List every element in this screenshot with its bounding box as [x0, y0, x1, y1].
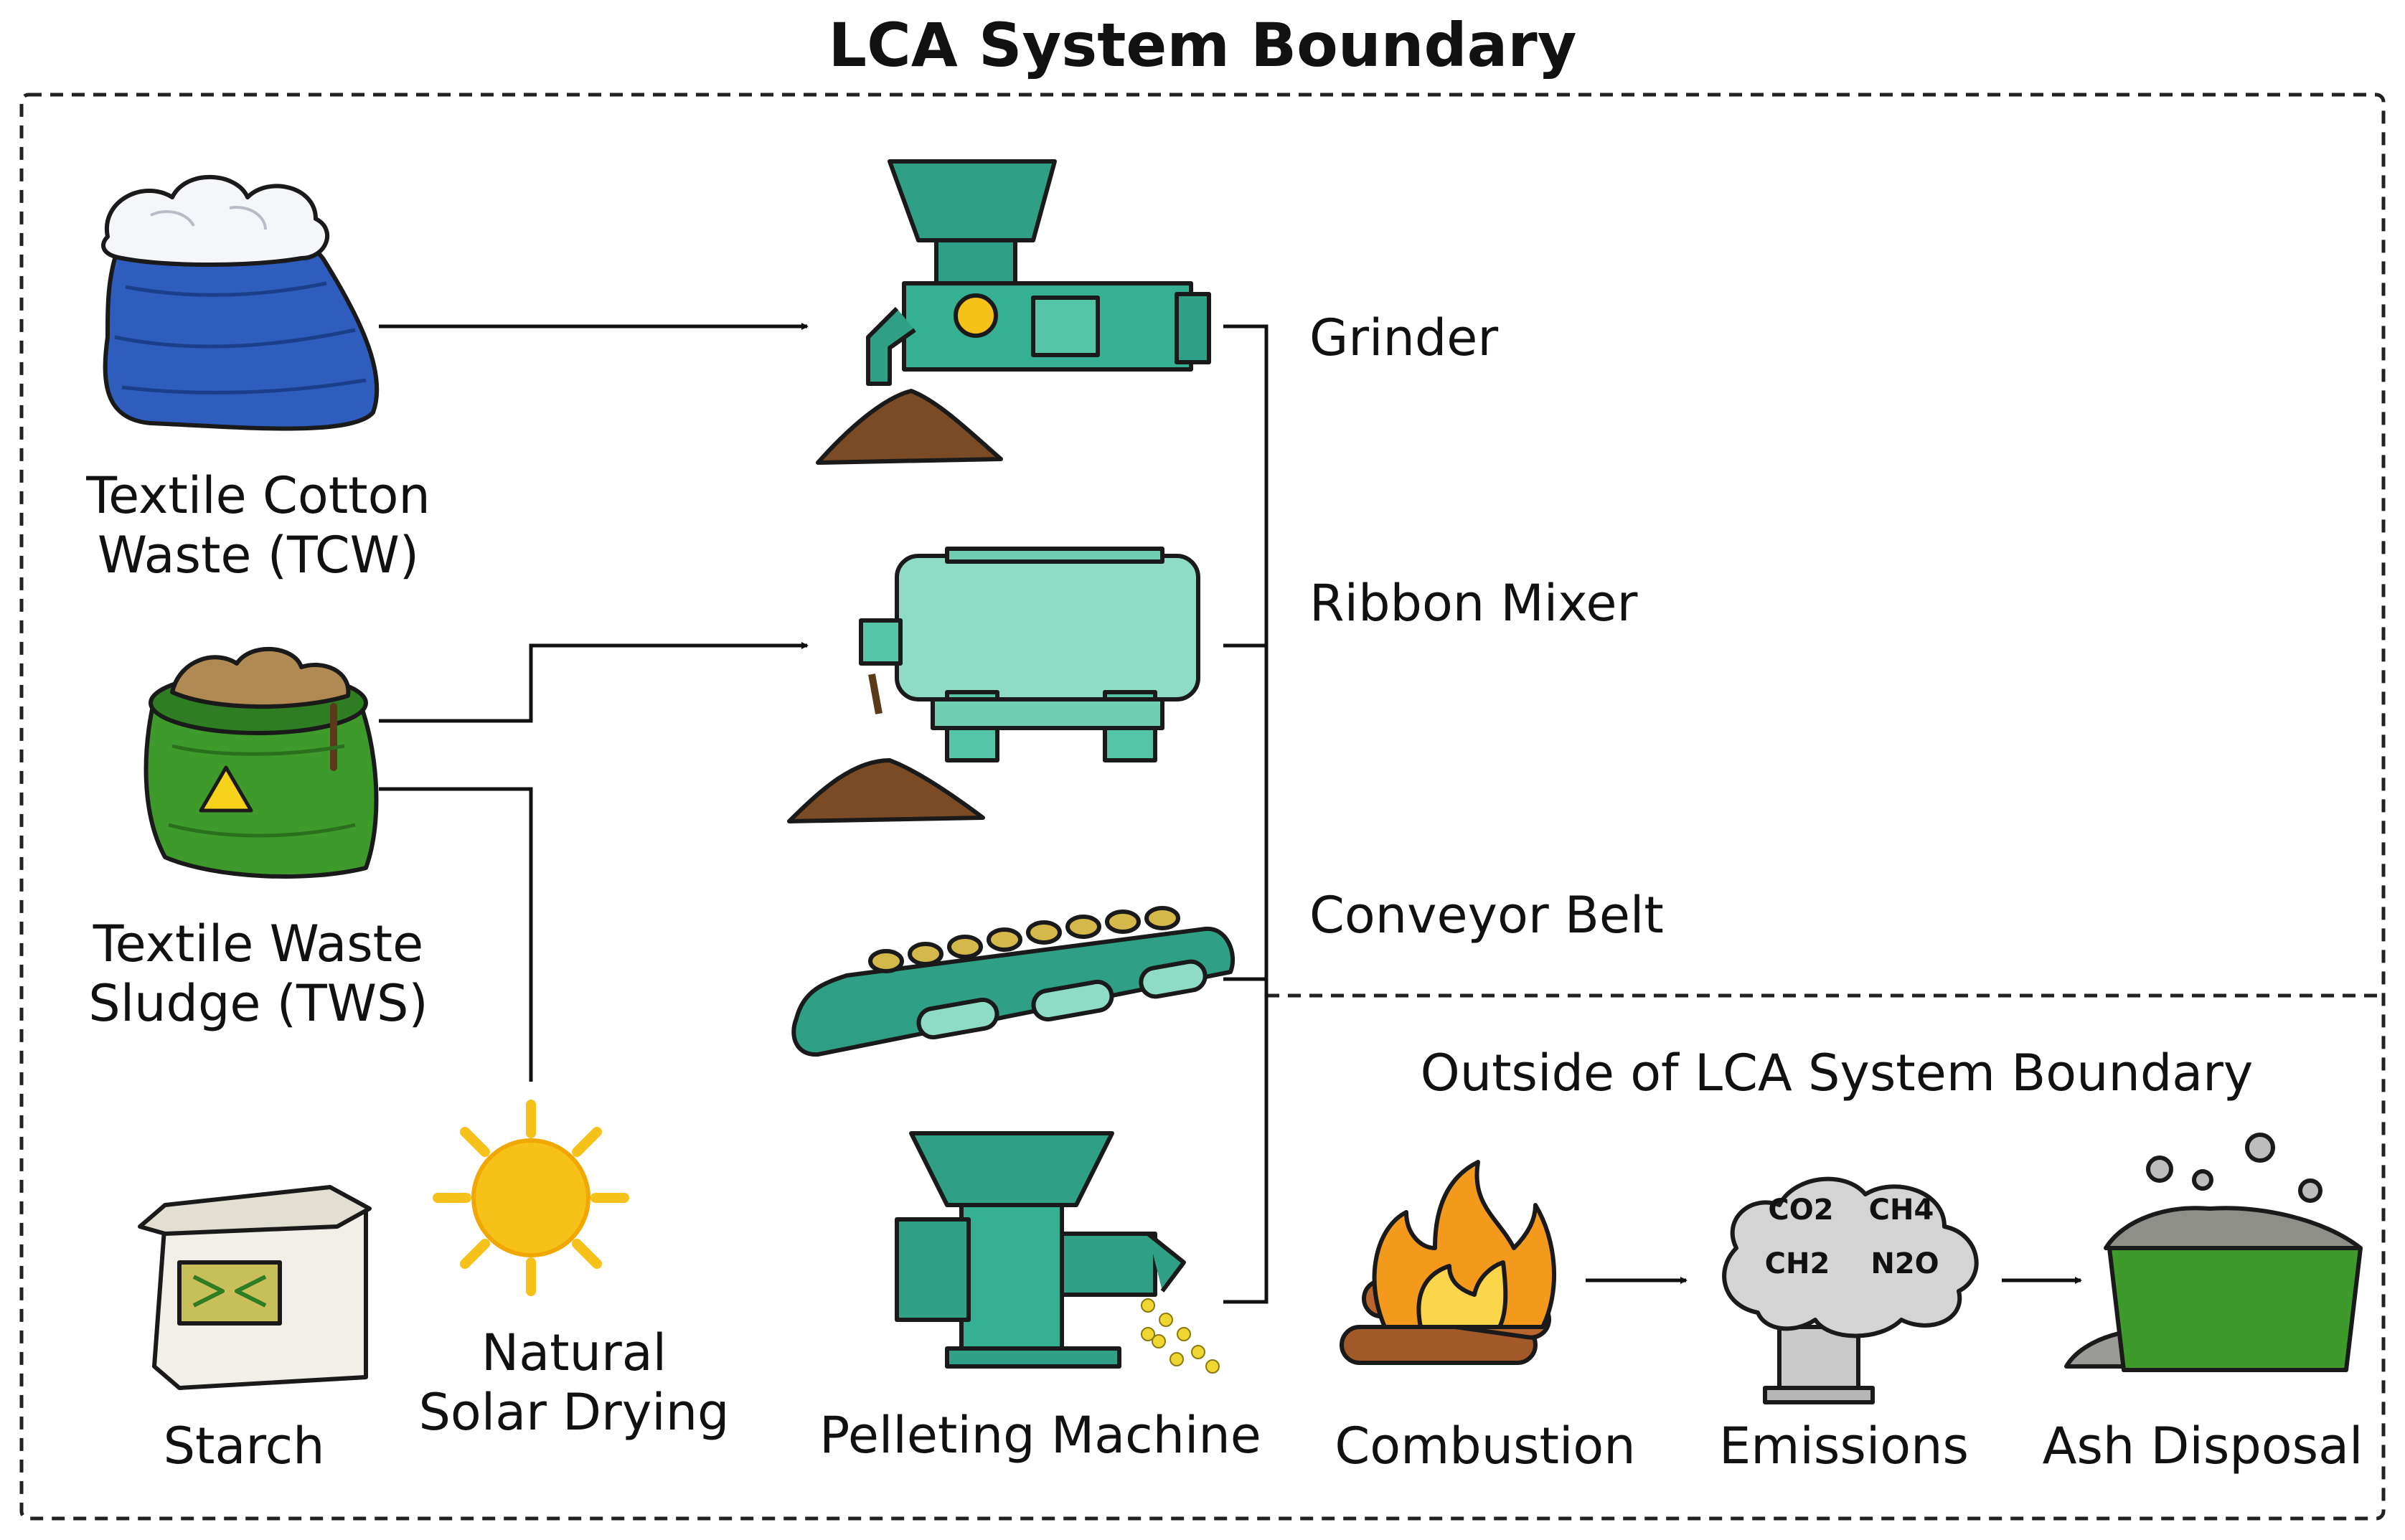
- starch-bag-icon: [138, 1185, 372, 1390]
- label-tcw-line1: Textile Cotton: [86, 466, 430, 525]
- label-emissions: Emissions: [1719, 1417, 1969, 1475]
- sludge-bag-icon: [143, 647, 379, 879]
- grinder-icon: [816, 159, 1211, 465]
- conveyor-belt-icon: [791, 906, 1236, 1057]
- fire-icon: [1340, 1160, 1557, 1365]
- label-starch: Starch: [163, 1417, 325, 1475]
- sun-icon: [433, 1100, 629, 1296]
- gas-label-n2o: N2O: [1870, 1247, 1939, 1280]
- bracket-process-steps: [1223, 324, 1269, 1304]
- line-tws-to-solar: [379, 787, 533, 1082]
- label-solar-line2: Solar Drying: [418, 1382, 730, 1442]
- label-pelleting-machine: Pelleting Machine: [819, 1406, 1261, 1465]
- pelleting-machine-icon: [895, 1131, 1220, 1374]
- label-ash-disposal: Ash Disposal: [2042, 1417, 2363, 1475]
- label-tws-line1: Textile Waste: [93, 915, 424, 973]
- arrow-tws-to-mixer: [379, 642, 809, 723]
- gas-label-ch4: CH4: [1869, 1194, 1934, 1227]
- label-solar-line1: Natural: [481, 1323, 667, 1382]
- system-boundary: [19, 93, 2386, 1521]
- label-conveyor-belt: Conveyor Belt: [1309, 886, 1664, 945]
- label-solar-drying: Natural Solar Drying: [387, 1323, 761, 1442]
- ash-bin-icon: [2064, 1133, 2363, 1372]
- gas-label-ch2: CH2: [1765, 1247, 1830, 1280]
- label-tcw: Textile Cotton Waste (TCW): [43, 466, 474, 585]
- label-combustion: Combustion: [1335, 1417, 1636, 1475]
- connector-lines: [379, 323, 2082, 1304]
- ribbon-mixer-icon: [787, 547, 1200, 823]
- emissions-cloud-icon: [1722, 1176, 1979, 1404]
- diagram-title: LCA System Boundary: [828, 10, 1577, 80]
- label-tws-line2: Sludge (TWS): [88, 973, 428, 1033]
- label-grinder: Grinder: [1309, 308, 1499, 367]
- gas-label-co2: CO2: [1768, 1194, 1833, 1227]
- label-tcw-line2: Waste (TCW): [97, 525, 420, 585]
- outside-boundary-title: Outside of LCA System Boundary: [1420, 1044, 2254, 1102]
- cotton-waste-bag-icon: [101, 174, 380, 431]
- label-tws: Textile Waste Sludge (TWS): [43, 915, 474, 1033]
- label-ribbon-mixer: Ribbon Mixer: [1309, 574, 1638, 633]
